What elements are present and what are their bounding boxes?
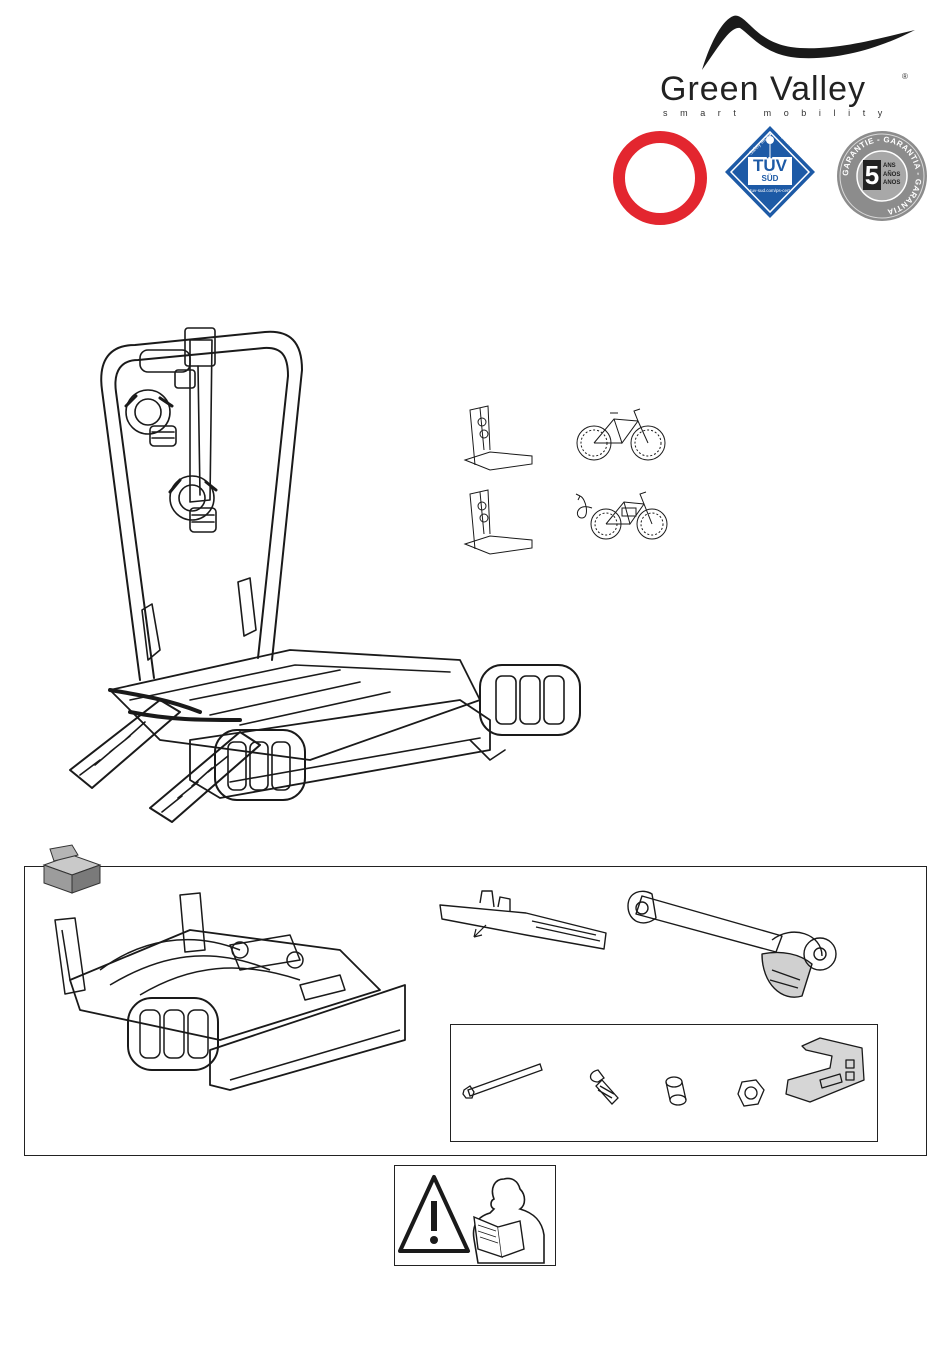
warranty-number: 5 (863, 160, 881, 190)
ramp-part-illustration (436, 885, 612, 965)
warning-triangle-read-manual-icon (394, 1165, 556, 1266)
bike-arm-illustration (622, 884, 852, 1014)
registered-mark: ® (902, 72, 908, 81)
lock-bracket-icon (780, 1030, 870, 1110)
tuv-badge: Safety tested Production monitored TÜV S… (722, 124, 818, 220)
warranty-lines: ANS AÑOS ANOS (883, 162, 900, 188)
carrier-small-icon-1 (460, 400, 540, 472)
wing-nut-icon (584, 1064, 632, 1110)
folded-carrier-illustration (40, 890, 420, 1100)
red-ring-icon (612, 130, 708, 226)
bolt-icon (460, 1060, 550, 1110)
warranty-line-3: ANOS (883, 179, 900, 188)
brand-swoosh-icon (690, 8, 920, 78)
bike-carrier-illustration (40, 320, 610, 840)
tuv-sub: SÜD (750, 174, 790, 183)
e-bicycle-icon (572, 488, 672, 548)
bicycle-icon (572, 405, 672, 465)
carrier-small-icon-2 (460, 484, 540, 556)
brand-tagline: smart mobility (663, 108, 895, 118)
box-contents-icon (40, 843, 104, 895)
warranty-5-years-icon: GARANTIE - GARANTIA - GARANTIA (836, 130, 928, 222)
spacer-icon (662, 1074, 696, 1110)
warranty-line-1: ANS (883, 162, 900, 171)
brand-name: Green Valley (660, 70, 866, 109)
warranty-badge: GARANTIE - GARANTIA - GARANTIA 5 ANS AÑO… (836, 130, 928, 222)
warranty-line-2: AÑOS (883, 171, 900, 180)
nut-icon (734, 1076, 768, 1110)
tuv-url: tuv-sud.com/ps-cert (748, 188, 792, 193)
tuv-main: TÜV (750, 157, 790, 174)
